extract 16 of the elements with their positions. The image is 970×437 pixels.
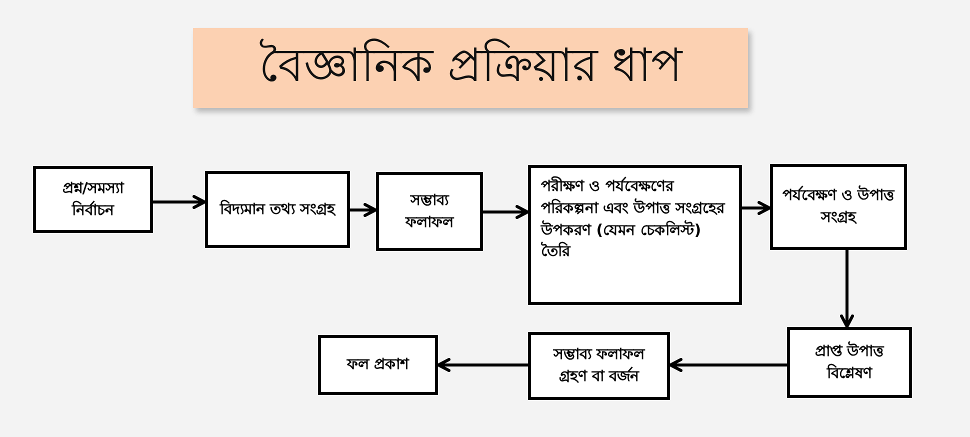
- title-banner: বৈজ্ঞানিক প্রক্রিয়ার ধাপ: [193, 28, 748, 108]
- process-box: প্রশ্ন/সমস্যা নির্বাচন: [33, 166, 153, 233]
- arrow: [742, 201, 771, 215]
- arrow: [483, 205, 529, 219]
- arrow: [153, 195, 206, 209]
- process-box: বিদ্যমান তথ্য সংগ্রহ: [205, 171, 350, 248]
- process-box: সম্ভাব্য ফলাফল গ্রহণ বা বর্জন: [528, 332, 670, 400]
- process-box: ফল প্রকাশ: [318, 335, 438, 395]
- process-box: পরীক্ষণ ও পর্যবেক্ষণের পরিকল্পনা এবং উপাত্ত সংগ্রহের উপকরণ (যেমন চেকলিস্ট) তৈরি: [528, 165, 742, 305]
- process-box: প্রাপ্ত উপাত্ত বিশ্লেষণ: [787, 327, 912, 398]
- process-box: সম্ভাব্য ফলাফল: [376, 172, 483, 251]
- process-box: পর্যবেক্ষণ ও উপাত্ত সংগ্রহ: [770, 164, 907, 250]
- arrow: [840, 250, 854, 328]
- arrow: [669, 358, 787, 372]
- arrow: [350, 203, 377, 217]
- arrow: [437, 358, 528, 372]
